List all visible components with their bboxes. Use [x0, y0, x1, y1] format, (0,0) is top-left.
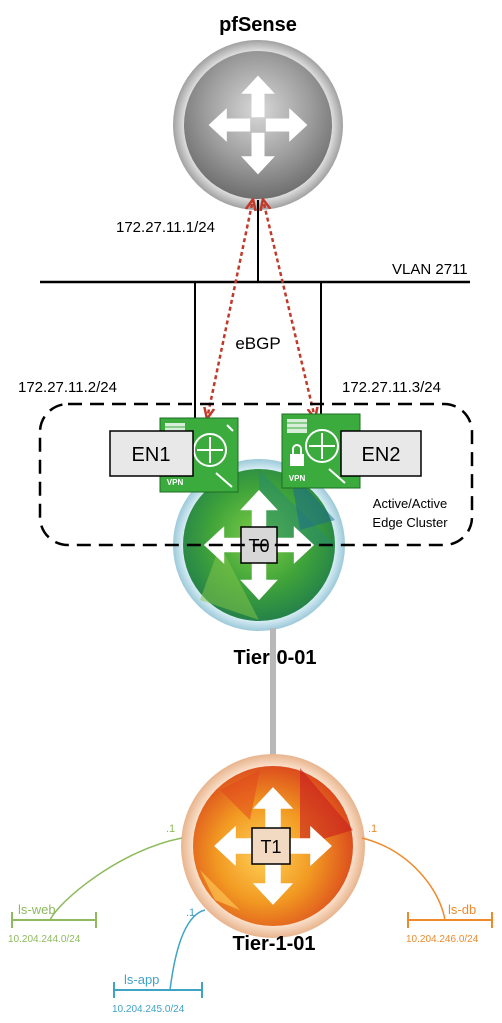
- en1-ip-label: 172.27.11.2/24: [18, 379, 117, 396]
- ls-db-gateway: .1: [368, 823, 377, 835]
- ebgp-label: eBGP: [235, 334, 280, 353]
- en2-vpn-text: VPN: [289, 474, 306, 483]
- cluster-label-line1: Active/Active: [373, 496, 447, 511]
- ls-web-subnet: 10.204.244.0/24: [8, 934, 81, 945]
- tier1-name: Tier-1-01: [232, 933, 315, 955]
- ls-db-segment-bar: [407, 912, 493, 928]
- tier1-router-icon: [181, 754, 365, 938]
- ls-db-link: [361, 837, 446, 921]
- ls-app-subnet: 10.204.245.0/24: [112, 1004, 185, 1015]
- t1-box-label: T1: [260, 837, 281, 857]
- ls-app-segment-bar: [113, 982, 203, 998]
- pfsense-title: pfSense: [219, 14, 297, 36]
- en1-vpn-text: VPN: [167, 478, 184, 487]
- en2-ip-label: 172.27.11.3/24: [342, 379, 441, 396]
- ls-app-name: ls-app: [124, 972, 159, 987]
- ebgp-arrow-en2: [264, 204, 314, 414]
- ebgp-arrow-en1: [208, 204, 252, 414]
- ls-app-gateway: .1: [186, 907, 195, 919]
- ls-web-link: [49, 837, 183, 921]
- cluster-label-line2: Edge Cluster: [372, 515, 448, 530]
- en1-label-box: [109, 430, 194, 477]
- pfsense-router-icon: [173, 40, 343, 210]
- ls-db-subnet: 10.204.246.0/24: [406, 934, 479, 945]
- en1-label: EN1: [132, 444, 171, 466]
- ls-web-segment-bar: [11, 912, 97, 928]
- vlan-label: VLAN 2711: [392, 261, 468, 278]
- en2-label: EN2: [362, 444, 401, 466]
- ls-web-name: ls-web: [18, 902, 56, 917]
- ls-web-gateway: .1: [166, 823, 175, 835]
- pfsense-ip-label: 172.27.11.1/24: [116, 219, 215, 236]
- ls-db-name: ls-db: [448, 902, 476, 917]
- en2-label-box: [340, 430, 422, 477]
- edge-cluster-boundary: [38, 402, 474, 547]
- ls-app-link: [169, 909, 206, 991]
